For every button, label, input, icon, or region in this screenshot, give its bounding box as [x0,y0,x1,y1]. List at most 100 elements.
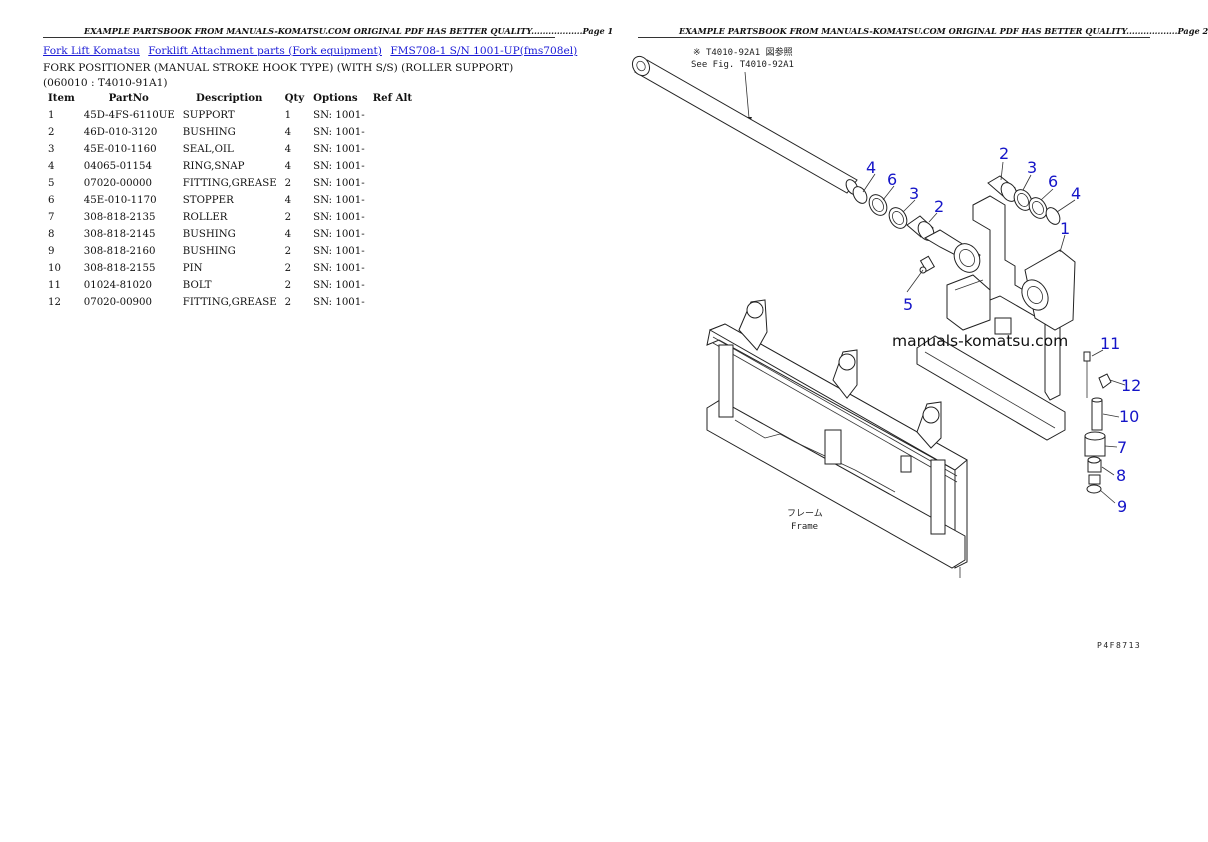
cell-options: SN: 1001- [313,212,365,223]
cell-options: SN: 1001- [313,246,365,257]
breadcrumb-link-model[interactable]: FMS708-1 S/N 1001-UP(fms708el) [390,45,578,57]
cell-description: STOPPER [182,195,234,206]
cell-options: SN: 1001- [313,280,365,291]
cell-qty: 4 [284,144,292,155]
parts-table: Item PartNo Description Qty Options Ref … [43,90,416,311]
cell-options: SN: 1001- [313,161,365,172]
cell-item: 9 [48,246,55,257]
callout-4: 4 [866,158,876,177]
cell-options: SN: 1001- [313,263,365,274]
cell-qty: 2 [284,297,292,308]
cell-description: BOLT [182,280,212,291]
cell-item: 11 [48,280,61,291]
cell-options: SN: 1001- [313,127,365,138]
cell-partno: 07020-00900 [83,297,152,308]
table-row: 12 07020-00900 FITTING,GREASE 2 SN: 1001- [43,294,416,311]
cell-partno: 45D-4FS-6110UE [83,110,175,121]
callout-6: 6 [887,170,897,189]
callout-6: 6 [1048,172,1058,191]
table-row: 9 308-818-2160 BUSHING 2 SN: 1001- [43,243,416,260]
header-divider [638,37,1150,38]
cell-item: 4 [48,161,55,172]
cell-partno: 308-818-2135 [83,212,156,223]
callout-5: 5 [903,295,913,314]
col-header-item: Item [48,91,75,104]
cell-ref-alt [368,124,416,141]
reference-leader [744,71,750,119]
callout-1: 1 [1060,219,1070,238]
cell-ref-alt [368,175,416,192]
exploded-parts-diagram: ※ T4010-92A1 図参照 See Fig. T4010-92A1 [631,46,1141,650]
cell-description: BUSHING [182,127,236,138]
watermark-text: manuals-komatsu.com [892,332,1068,350]
cell-ref-alt [368,294,416,311]
cell-qty: 4 [284,229,292,240]
cell-qty: 1 [284,110,292,121]
cell-ref-alt [368,260,416,277]
reference-note-en: See Fig. T4010-92A1 [691,60,794,70]
right-ring-group [987,175,1061,225]
page-header: EXAMPLE PARTSBOOK FROM MANUALS-KOMATSU.C… [84,26,614,36]
cell-description: RING,SNAP [182,161,245,172]
carriage-frame [706,299,968,578]
cell-item: 12 [48,297,61,308]
cell-options: SN: 1001- [313,144,365,155]
breadcrumb: Fork Lift Komatsu Forklift Attachment pa… [43,45,582,57]
frame-label-jp: フレーム [787,508,823,519]
cell-item: 10 [48,263,61,274]
cell-description: SUPPORT [182,110,235,121]
cell-description: SEAL,OIL [182,144,234,155]
cell-item: 5 [48,178,55,189]
cell-qty: 2 [284,246,292,257]
table-row: 10 308-818-2155 PIN 2 SN: 1001- [43,260,416,277]
cell-qty: 4 [284,195,292,206]
callout-2: 2 [999,144,1009,163]
cell-description: PIN [182,263,203,274]
cell-description: BUSHING [182,229,236,240]
col-header-options: Options [313,91,358,104]
cell-ref-alt [368,277,416,294]
cell-partno: 308-818-2155 [83,263,156,274]
cell-item: 6 [48,195,55,206]
cell-qty: 2 [284,263,292,274]
page-title: FORK POSITIONER (MANUAL STROKE HOOK TYPE… [43,62,514,89]
cell-ref-alt [368,158,416,175]
cell-qty: 2 [284,212,292,223]
col-header-partno: PartNo [108,91,149,104]
cell-ref-alt [368,107,416,124]
cell-description: FITTING,GREASE [182,297,277,308]
cell-options: SN: 1001- [313,297,365,308]
cell-options: SN: 1001- [313,178,365,189]
reference-note-jp: ※ T4010-92A1 図参照 [693,46,793,58]
pin-stack [1083,351,1112,494]
callout-2: 2 [934,197,944,216]
page-2: EXAMPLE PARTSBOOK FROM MANUALS-KOMATSU.C… [595,0,1208,842]
cell-item: 8 [48,229,55,240]
callout-7: 7 [1117,438,1127,457]
callout-11: 11 [1100,334,1120,353]
cell-partno: 45E-010-1170 [83,195,157,206]
cell-partno: 46D-010-3120 [83,127,158,138]
cell-qty: 4 [284,127,292,138]
cell-partno: 308-818-2160 [83,246,156,257]
table-header-row: Item PartNo Description Qty Options Ref … [43,90,416,107]
cell-description: BUSHING [182,246,236,257]
support-shaft [631,55,859,195]
cell-ref-alt [368,192,416,209]
callout-10: 10 [1119,407,1139,426]
breadcrumb-link-fork-lift[interactable]: Fork Lift Komatsu [43,45,140,57]
page-header: EXAMPLE PARTSBOOK FROM MANUALS-KOMATSU.C… [679,26,1208,36]
cell-partno: 04065-01154 [83,161,152,172]
callout-12: 12 [1121,376,1141,395]
breadcrumb-link-attachment-parts[interactable]: Forklift Attachment parts (Fork equipmen… [148,45,382,57]
col-header-ref-alt: Ref Alt [372,91,413,104]
